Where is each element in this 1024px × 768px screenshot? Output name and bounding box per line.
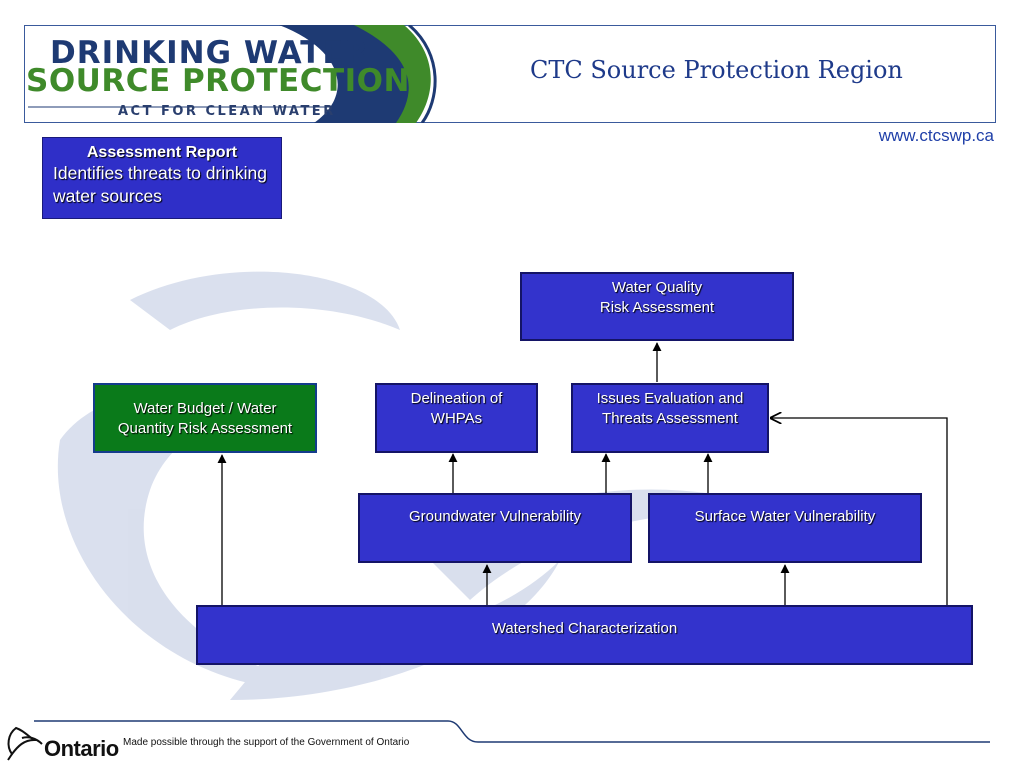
footer-graphic (7, 720, 990, 761)
trillium-icon (7, 726, 43, 761)
node-delineation-line2: WHPAs (430, 410, 483, 427)
node-water-budget: Water Budget / Water Quantity Risk Asses… (93, 383, 317, 453)
node-water-quality-line1: Water Quality (611, 279, 703, 296)
node-water-budget-line2: Quantity Risk Assessment (117, 420, 293, 437)
logo-line1: DRINKING WATER (50, 35, 370, 71)
node-issues-line1: Issues Evaluation and (596, 390, 744, 407)
node-groundwater-label: Groundwater Vulnerability (408, 508, 582, 525)
website-link[interactable]: www.ctcswp.ca (878, 126, 994, 145)
assessment-report-box: Assessment Report Identifies threats to … (42, 137, 282, 219)
node-water-budget-line1: Water Budget / Water (133, 400, 277, 417)
node-surface-water-vulnerability: Surface Water Vulnerability (648, 493, 922, 563)
ontario-wordmark: Ontario (44, 736, 119, 761)
node-issues-line2: Threats Assessment (602, 410, 738, 427)
node-delineation-whpas: Delineation of WHPAs (375, 383, 538, 453)
node-surface-water-label: Surface Water Vulnerability (694, 508, 876, 525)
node-issues-evaluation: Issues Evaluation and Threats Assessment (571, 383, 769, 453)
node-water-quality-risk-assessment: Water Quality Risk Assessment (520, 272, 794, 341)
logo-tagline: ACT FOR CLEAN WATER (118, 104, 336, 119)
node-watershed-characterization: Watershed Characterization (196, 605, 973, 665)
node-water-quality-line2: Risk Assessment (599, 299, 715, 316)
node-delineation-line1: Delineation of (410, 390, 503, 407)
header-frame (24, 25, 996, 123)
report-title: Assessment Report (86, 144, 238, 161)
node-watershed-label: Watershed Characterization (491, 620, 678, 637)
region-title: CTC Source Protection Region (530, 56, 903, 84)
node-groundwater-vulnerability: Groundwater Vulnerability (358, 493, 632, 563)
report-description: Identifies threats to drinking water sou… (53, 163, 268, 206)
logo-line2: SOURCE PROTECTION (26, 63, 410, 99)
footer-note: Made possible through the support of the… (123, 737, 410, 748)
logo-graphic (28, 25, 437, 123)
